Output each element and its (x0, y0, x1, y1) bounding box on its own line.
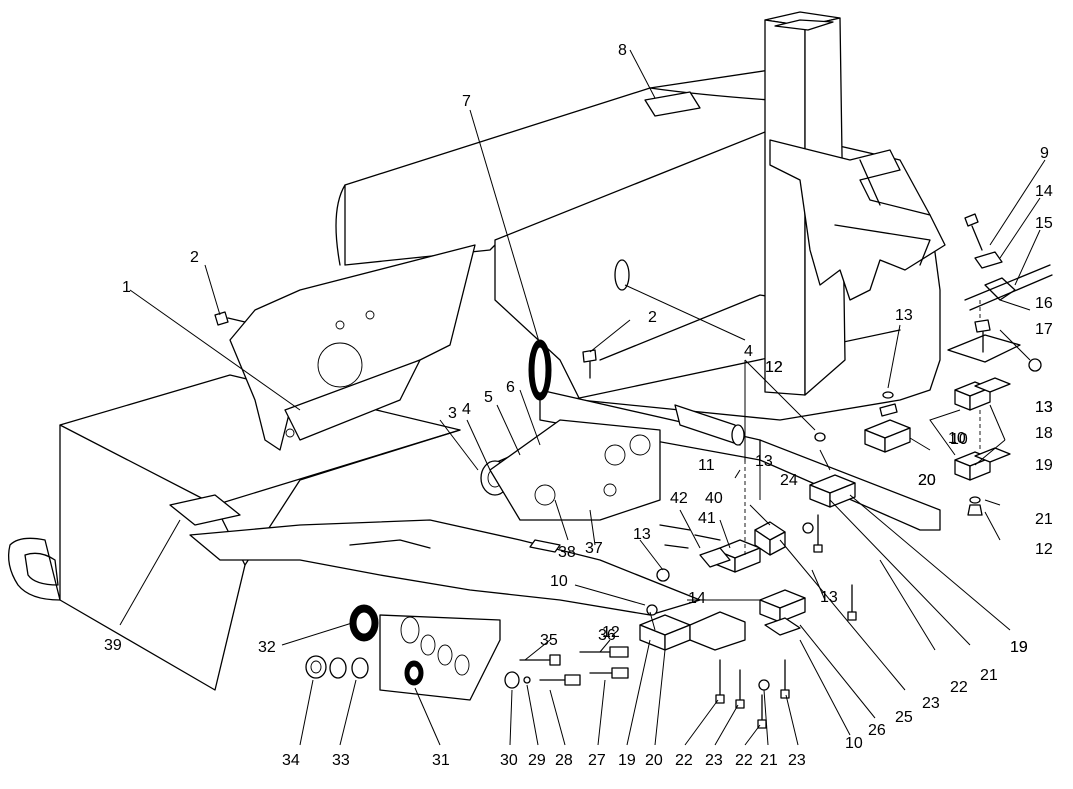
callout-6: 6 (506, 379, 515, 396)
callout-10-c: 10 (845, 735, 863, 752)
callout-34: 34 (282, 752, 300, 769)
callout-12-d: 12 (765, 359, 783, 376)
callout-18: 18 (1035, 425, 1053, 442)
callout-17: 17 (1035, 321, 1053, 338)
callout-20-a: 20 (918, 472, 936, 489)
lower-washers (305, 655, 424, 686)
callout-13-b: 13 (1035, 399, 1053, 416)
callout-23-b: 23 (705, 752, 723, 769)
callout-12-a: 12 (765, 359, 783, 376)
small-parts (659, 300, 981, 555)
callout-13-a: 13 (895, 307, 913, 324)
clamp-blocks-center (809, 391, 911, 508)
seal-7 (528, 339, 552, 401)
callout-16: 16 (1035, 295, 1053, 312)
washer-4-upper (614, 259, 630, 291)
callout-4-left: 4 (462, 401, 471, 418)
callout-22-a: 22 (950, 679, 968, 696)
callout-13-e: 13 (820, 589, 838, 606)
callout-32: 32 (258, 639, 276, 656)
callout-29: 29 (528, 752, 546, 769)
bearing-32 (349, 604, 379, 642)
callout-5: 5 (484, 389, 493, 406)
callout-21-c: 21 (760, 752, 778, 769)
callout-14-b: 14 (688, 590, 706, 607)
callout-37: 37 (585, 540, 603, 557)
callout-12-c: 12 (602, 624, 620, 641)
callout-21-b: 21 (980, 667, 998, 684)
callout-41: 41 (698, 510, 716, 527)
callout-20-c: 20 (918, 472, 936, 489)
callout-4-right: 4 (744, 343, 753, 360)
callout-35: 35 (540, 632, 558, 649)
part-callouts: 1 2 2 3 4 4 5 6 7 8 9 10 10 10 10 11 12 … (104, 42, 1053, 769)
callout-31: 31 (432, 752, 450, 769)
callout-15: 15 (1035, 215, 1053, 232)
callout-40: 40 (705, 490, 723, 507)
bolt-2-left (214, 311, 246, 326)
vertical-bolts (715, 514, 857, 729)
frame-arm (189, 519, 701, 616)
channel-bracket (769, 139, 946, 301)
callout-3: 3 (448, 405, 457, 422)
callout-23-a: 23 (922, 695, 940, 712)
callout-2-right: 2 (648, 309, 657, 326)
callout-28: 28 (555, 752, 573, 769)
callout-2-left: 2 (190, 249, 199, 266)
callout-10-d: 10 (950, 431, 968, 448)
callout-1: 1 (122, 279, 131, 296)
callout-26: 26 (868, 722, 886, 739)
callout-10-b: 10 (550, 573, 568, 590)
callout-7: 7 (462, 93, 471, 110)
callout-8: 8 (618, 42, 627, 59)
callout-22-b: 22 (675, 752, 693, 769)
callout-22-c: 22 (735, 752, 753, 769)
callout-13-f: 13 (1035, 399, 1053, 416)
callout-13-c: 13 (755, 453, 773, 470)
leader-lines (119, 49, 1046, 746)
callout-25: 25 (895, 709, 913, 726)
callout-11: 11 (698, 457, 715, 474)
callout-10-a: 10 (948, 430, 966, 447)
callout-30: 30 (500, 752, 518, 769)
callout-13-d: 13 (633, 526, 651, 543)
callout-38: 38 (558, 544, 576, 561)
decal-plate-8 (644, 91, 701, 117)
callout-42: 42 (670, 490, 688, 507)
callout-12-b: 12 (1035, 541, 1053, 558)
callout-19-b: 19 (1010, 639, 1028, 656)
clamp-hardware-upper (947, 213, 1053, 372)
callout-20-b: 20 (645, 752, 663, 769)
callout-9: 9 (1040, 145, 1049, 162)
callout-24: 24 (780, 472, 798, 489)
callout-19-a: 19 (1035, 457, 1053, 474)
callout-21-a: 21 (1035, 511, 1053, 528)
callout-23-c: 23 (788, 752, 806, 769)
callout-19-c: 19 (618, 752, 636, 769)
pivot-pin (674, 404, 745, 446)
clamp-blocks-right (954, 377, 1011, 516)
clamp-blocks-lower (639, 521, 814, 691)
bracket-plate-1 (229, 244, 476, 451)
callout-14-a: 14 (1035, 183, 1053, 200)
callout-36: 36 (598, 627, 616, 644)
bearing-housing (489, 419, 661, 521)
callout-27: 27 (588, 752, 606, 769)
callout-19-d: 19 (1010, 639, 1028, 656)
callout-39: 39 (104, 637, 122, 654)
callout-33: 33 (332, 752, 350, 769)
lower-bracket (379, 614, 501, 701)
horizontal-bolts (504, 646, 629, 689)
